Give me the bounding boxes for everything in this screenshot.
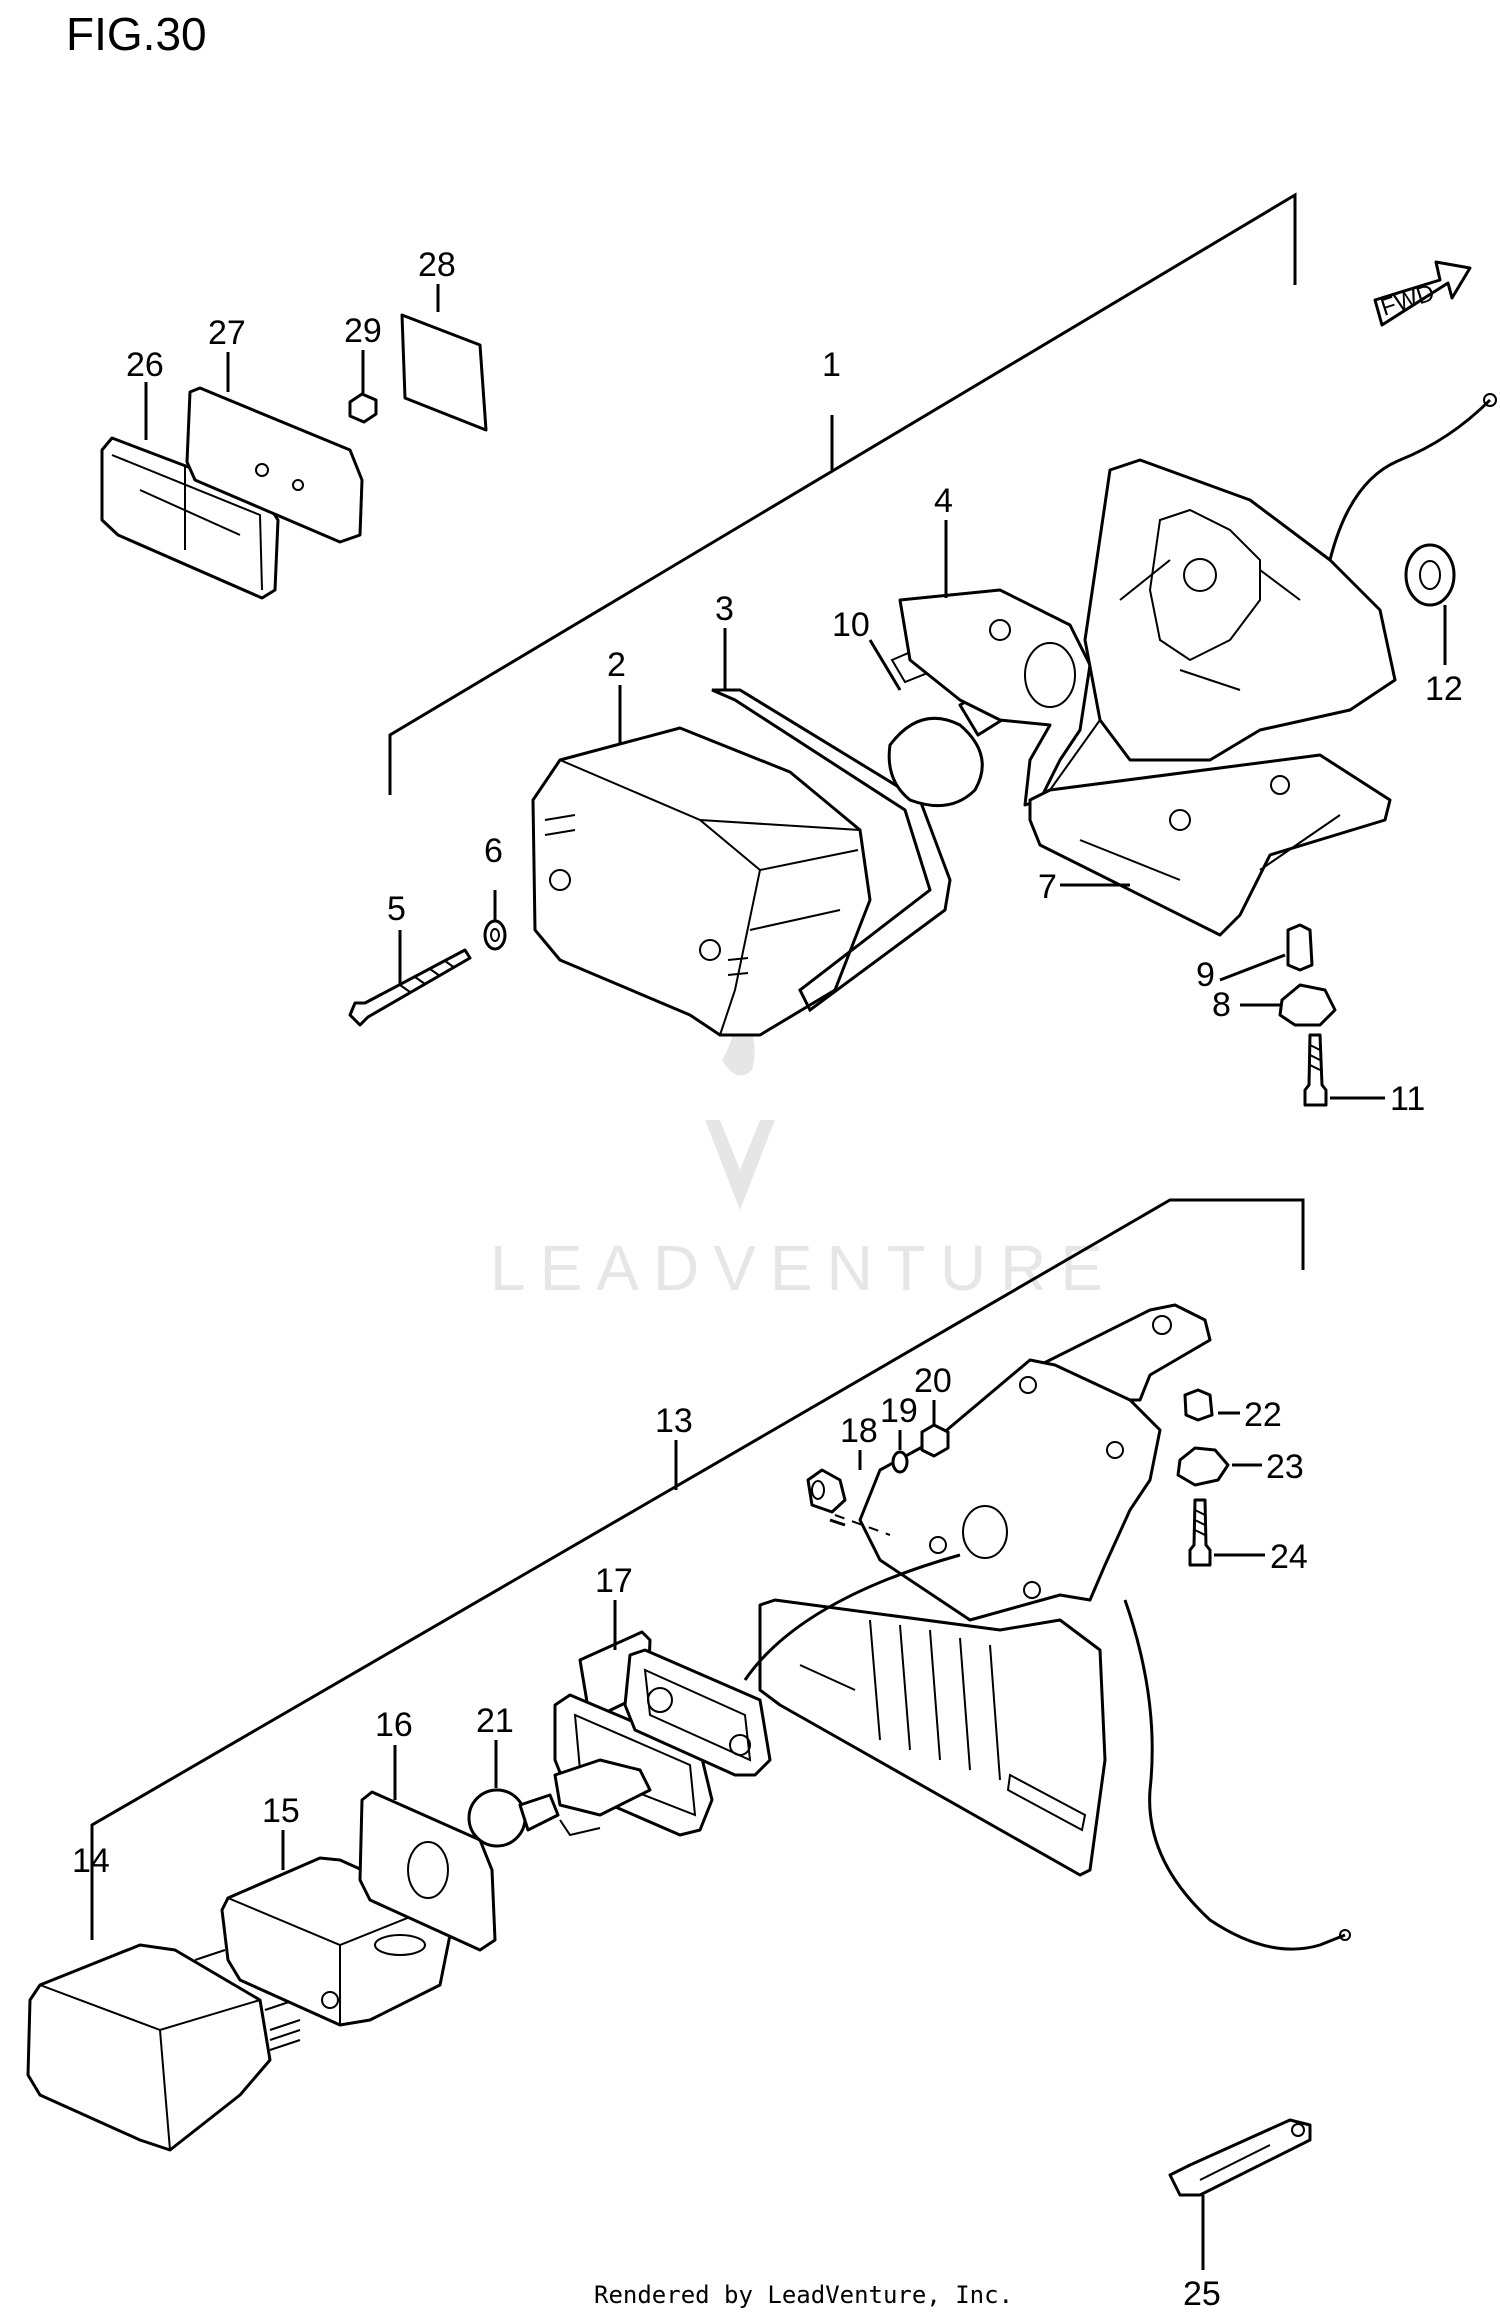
part-6-washer [483, 919, 507, 951]
callout-15: 15 [262, 1792, 300, 1830]
watermark-text: LEADVENTURE [490, 1232, 1117, 1304]
callout-29: 29 [344, 312, 382, 350]
assembly-bracket-13 [90, 1198, 1305, 1880]
part-22-collar [1183, 1388, 1214, 1422]
part-3-wire-ring [711, 688, 952, 1013]
part-17-socket [553, 1630, 772, 1837]
callout-27: 27 [208, 314, 246, 352]
part-5-screw [348, 948, 472, 1027]
figure-title: FIG.30 [66, 8, 207, 60]
part-9-collar [1286, 923, 1314, 972]
part-8-cushion [1278, 983, 1337, 1027]
part-2-lens-housing [531, 726, 872, 1037]
callout-10: 10 [832, 606, 870, 644]
callout-28: 28 [418, 246, 456, 284]
callout-11: 11 [1390, 1080, 1425, 1118]
part-11-bolt [1303, 1033, 1328, 1107]
callout-7: 7 [1038, 868, 1057, 906]
part-28-plate [400, 313, 488, 432]
callout-22: 22 [1244, 1396, 1282, 1434]
assembly-bracket-1 [388, 192, 1297, 795]
callout-20: 20 [914, 1362, 952, 1400]
part-29-nut [348, 392, 378, 424]
part-16-gasket [358, 1790, 497, 1952]
callout-labels: 1 2 3 4 5 6 7 8 9 10 11 12 13 14 15 16 1… [72, 246, 1463, 2313]
callout-14: 14 [72, 1842, 110, 1880]
callout-25: 25 [1183, 2275, 1221, 2313]
part-21-bulb [467, 1788, 560, 1848]
part-20-nut [920, 1423, 950, 1458]
callout-12: 12 [1425, 670, 1463, 708]
callout-26: 26 [126, 346, 164, 384]
part-26-lens [100, 436, 280, 600]
callout-8: 8 [1212, 986, 1231, 1024]
callout-13: 13 [655, 1402, 693, 1440]
callout-19: 19 [880, 1392, 918, 1430]
fwd-label: FWD [1378, 279, 1438, 322]
part-7-base-assembly [1028, 393, 1497, 937]
callout-4: 4 [934, 482, 953, 520]
part-14-license-lens [26, 1943, 301, 2152]
callout-1: 1 [822, 346, 841, 384]
part-23-cushion [1176, 1446, 1230, 1487]
callout-21: 21 [476, 1702, 514, 1740]
callout-2: 2 [607, 646, 626, 684]
fwd-arrow-icon: FWD [1373, 260, 1472, 327]
callout-18: 18 [840, 1412, 878, 1450]
callout-5: 5 [387, 890, 406, 928]
part-19-washer [891, 1450, 909, 1474]
callout-6: 6 [484, 832, 503, 870]
callout-9: 9 [1196, 956, 1215, 994]
callout-24: 24 [1270, 1538, 1308, 1576]
callout-3: 3 [715, 590, 734, 628]
callout-23: 23 [1266, 1448, 1304, 1486]
part-27-gasket [185, 386, 364, 544]
callout-17: 17 [595, 1562, 633, 1600]
part-13-license-bracket [743, 1303, 1351, 1951]
part-25-clamp [1168, 2118, 1312, 2197]
part-24-bolt [1188, 1498, 1212, 1567]
part-12-grommet [1404, 543, 1456, 607]
callout-16: 16 [375, 1706, 413, 1744]
footer-credit: Rendered by LeadVenture, Inc. [594, 2281, 1013, 2309]
part-18-collar [806, 1468, 847, 1514]
watermark: LEADVENTURE [490, 1000, 1117, 1304]
